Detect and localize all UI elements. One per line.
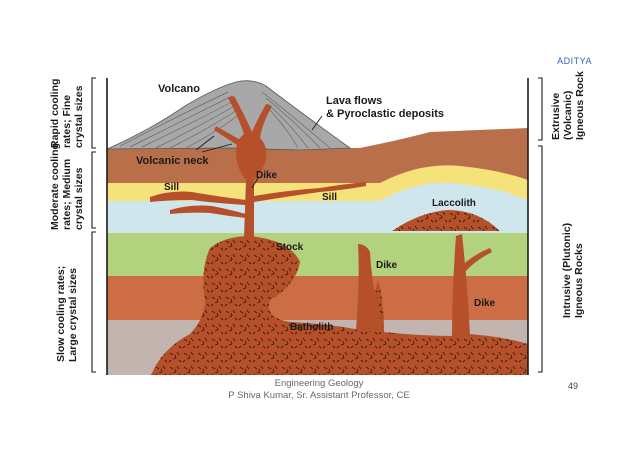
side-label-moderate: Moderate cooling rates; Medium crystal s…	[49, 140, 85, 230]
label-stock: Stock	[276, 242, 304, 253]
dike-middle-body	[356, 244, 384, 332]
label-sill-right: Sill	[322, 192, 337, 203]
bracket-right-intrusive	[538, 145, 543, 373]
label-sill-left: Sill	[164, 182, 179, 193]
bracket-left-slow	[91, 231, 96, 373]
sill-left-branch	[170, 205, 246, 218]
label-pyroclastic: & Pyroclastic deposits	[326, 108, 444, 120]
label-dike-right: Dike	[474, 298, 496, 309]
sill-right-body	[254, 182, 366, 202]
dike-right-body	[452, 234, 470, 336]
label-volcano: Volcano	[158, 83, 200, 95]
bracket-left-rapid	[91, 77, 96, 149]
label-volcanic-neck: Volcanic neck	[136, 155, 209, 167]
bracket-left-moderate	[91, 151, 96, 229]
brand-logo-text: ADITYA	[557, 56, 592, 66]
footer-author: P Shiva Kumar, Sr. Assistant Professor, …	[228, 390, 410, 401]
bracket-right-extrusive	[538, 77, 543, 141]
leader-lava	[311, 115, 323, 131]
label-dike-upper: Dike	[256, 170, 278, 181]
footer-course: Engineering Geology	[274, 378, 364, 389]
leader-neck-2	[201, 143, 233, 153]
label-lava-flows: Lava flows	[326, 95, 382, 107]
brown-upper-layer	[107, 128, 528, 183]
volcanic-neck-conduit	[228, 96, 272, 238]
side-label-slow: Slow cooling rates; Large crystal sizes	[55, 263, 79, 362]
label-dike-middle: Dike	[376, 260, 398, 271]
page-number: 49	[568, 381, 579, 391]
leader-dike-upper	[251, 177, 259, 189]
side-label-extrusive: Extrusive (Volcanic) Igneous Rock	[550, 71, 586, 140]
sill-left-body	[150, 191, 246, 205]
neck-branch-left	[214, 126, 244, 148]
side-label-rapid: Rapid cooling rates; Fine crystal sizes	[49, 76, 85, 148]
dike-right-branch	[458, 248, 492, 276]
label-laccolith: Laccolith	[432, 198, 476, 209]
yellow-layer	[107, 165, 528, 201]
label-batholith: Batholith	[290, 322, 333, 333]
side-label-intrusive: Intrusive (Plutonic) Igneous Rocks	[561, 220, 585, 318]
leader-neck-1	[195, 135, 215, 151]
